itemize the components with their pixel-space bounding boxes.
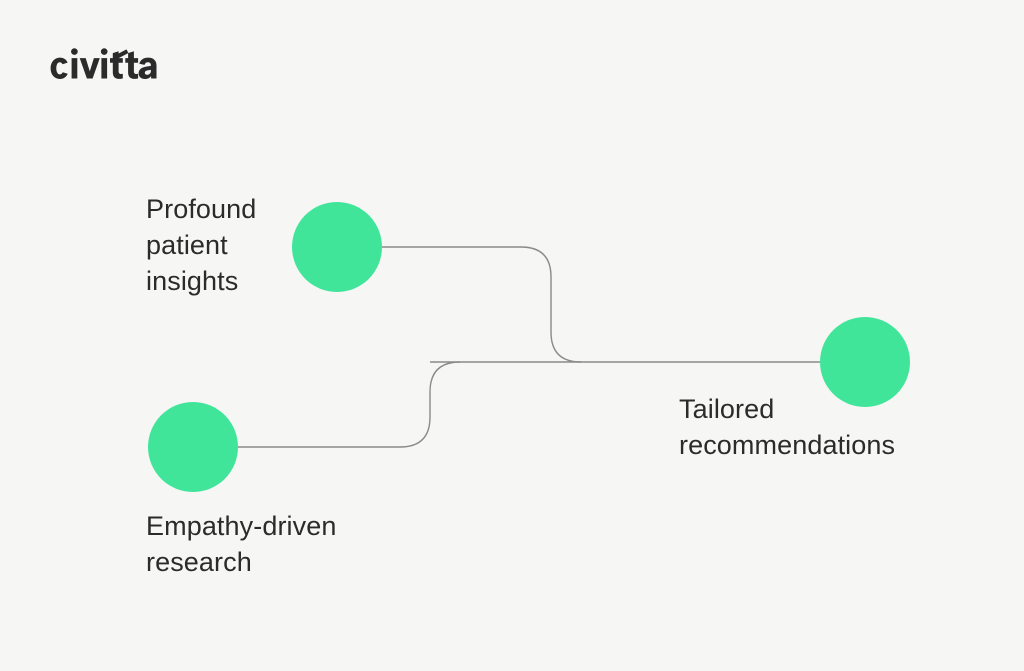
connector-research <box>238 361 461 448</box>
node-marker-research[interactable] <box>148 402 238 492</box>
civitta-wordmark-icon <box>50 48 157 79</box>
node-marker-tailored[interactable] <box>820 317 910 407</box>
node-marker-insights[interactable] <box>292 202 382 292</box>
civitta-logo[interactable] <box>49 44 185 86</box>
node-label-tailored: Tailored recommendations <box>679 394 896 460</box>
node-label-research: Empathy-driven research <box>146 511 337 577</box>
node-label-insights: Profound patient insights <box>146 194 257 296</box>
connector-insights <box>382 246 582 363</box>
